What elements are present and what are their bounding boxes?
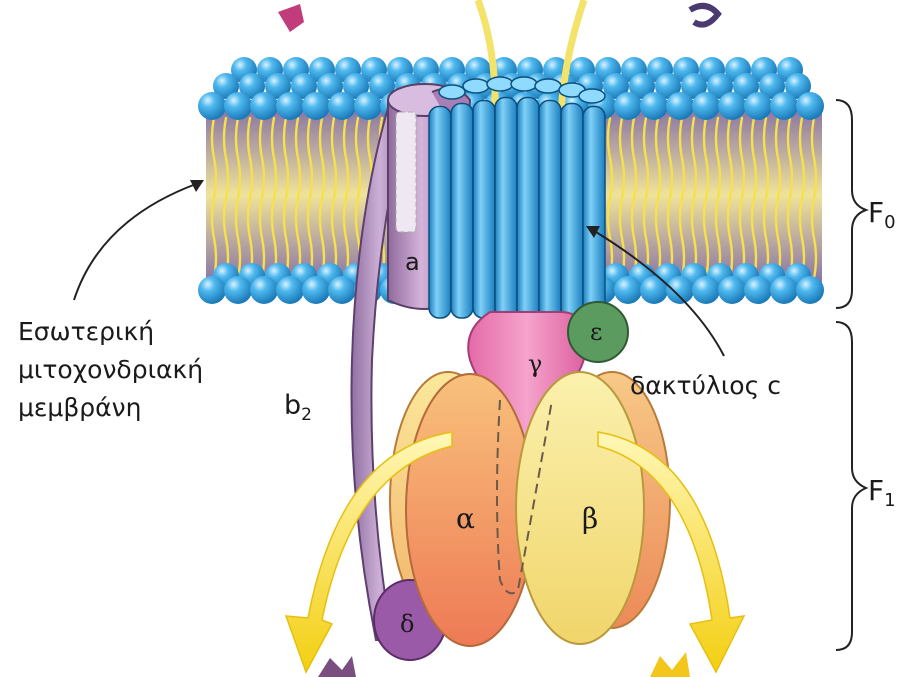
f0-label: F0	[868, 196, 896, 233]
lipid-head	[198, 276, 226, 304]
beta-label: β	[582, 502, 598, 535]
c-ring	[429, 77, 605, 318]
membrane-label-line1: Εσωτερική	[18, 317, 154, 346]
lipid-head	[354, 92, 382, 120]
f1-letter: F	[868, 474, 884, 507]
lipid-head	[224, 276, 252, 304]
lipid-head	[640, 92, 668, 120]
delta-label: δ	[400, 610, 414, 638]
f0-brace	[836, 100, 866, 308]
alpha-label: α	[456, 502, 475, 535]
lipid-head	[718, 276, 746, 304]
c-ring-cylinder	[583, 107, 605, 319]
c-ring-cylinder-top	[579, 89, 605, 103]
c-ring-cylinder	[495, 98, 517, 319]
lipid-head	[692, 276, 720, 304]
top-fragment-right	[690, 6, 718, 25]
epsilon-label: ε	[590, 318, 602, 346]
lipid-head	[614, 276, 642, 304]
lipid-head	[250, 276, 278, 304]
f0-subscript: 0	[884, 212, 895, 233]
gamma-label: γ	[528, 350, 542, 378]
f0-letter: F	[868, 196, 884, 229]
f1-subscript: 1	[884, 490, 895, 511]
lipid-head	[224, 92, 252, 120]
lipid-head	[770, 92, 798, 120]
f1-brace	[836, 322, 866, 650]
lipid-head	[302, 92, 330, 120]
lipid-head	[718, 92, 746, 120]
f1-label: F1	[868, 474, 896, 511]
c-ring-cylinder	[517, 98, 539, 319]
lipid-head	[640, 276, 668, 304]
membrane-pointer	[74, 184, 196, 300]
lipid-head	[744, 276, 772, 304]
lipid-head	[770, 276, 798, 304]
c-ring-cylinder-top	[439, 85, 465, 99]
membrane-label-line3: μεμβράνη	[18, 393, 141, 422]
lipid-head	[302, 276, 330, 304]
c-ring-cylinder-top	[535, 79, 561, 93]
lipid-head	[250, 92, 278, 120]
c-ring-cylinder-top	[487, 77, 513, 91]
b2-letter: b	[284, 390, 301, 421]
c-ring-cylinder	[539, 101, 561, 319]
lipid-head	[796, 92, 824, 120]
c-ring-cylinder	[561, 104, 583, 319]
ring-c-label: δακτύλιος c	[630, 371, 781, 400]
bottom-fragment-right	[650, 652, 690, 677]
c-ring-cylinder-top	[511, 77, 537, 91]
lipid-head	[666, 276, 694, 304]
subunit-a-label: a	[405, 248, 420, 276]
c-ring-cylinder	[473, 101, 495, 319]
lipid-head	[614, 92, 642, 120]
lipid-head	[276, 276, 304, 304]
lipid-head	[744, 92, 772, 120]
c-ring-cylinder	[451, 104, 473, 319]
lipid-head	[796, 276, 824, 304]
lipid-head	[666, 92, 694, 120]
lipid-head	[276, 92, 304, 120]
b2-subscript: 2	[301, 405, 312, 425]
lipid-head	[328, 92, 356, 120]
beta-subunit	[516, 372, 644, 644]
c-ring-cylinder-top	[463, 79, 489, 93]
lipid-head	[692, 92, 720, 120]
membrane-label-line2: μιτοχονδριακή	[18, 355, 203, 384]
bottom-fragment-left	[318, 656, 356, 677]
top-fragment-left	[278, 4, 304, 32]
lipid-head	[328, 276, 356, 304]
b2-label: b2	[284, 390, 312, 425]
c-ring-cylinder	[429, 107, 451, 319]
lipid-head	[198, 92, 226, 120]
